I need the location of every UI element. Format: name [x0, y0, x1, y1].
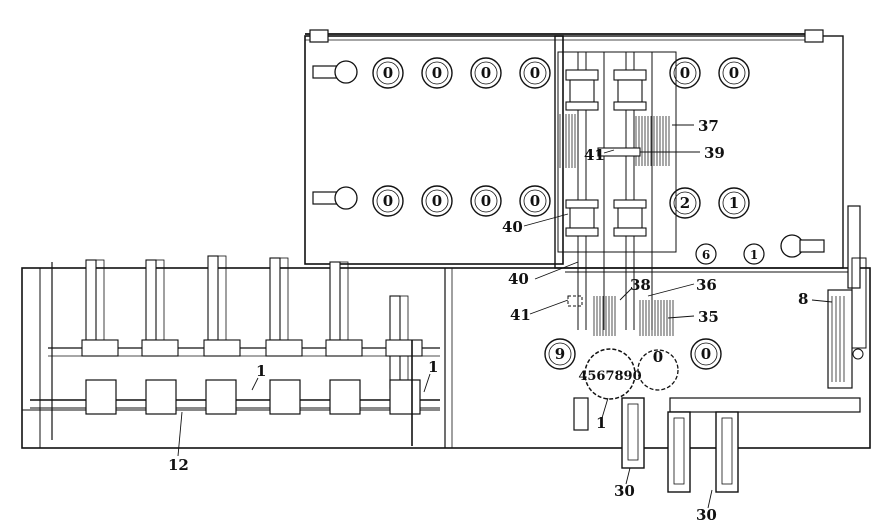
label-39: 39	[704, 144, 725, 162]
svg-text:0: 0	[680, 64, 690, 82]
svg-text:0: 0	[729, 64, 739, 82]
label-36: 36	[696, 276, 717, 294]
register-window: 0	[372, 57, 404, 89]
label-8: 8	[798, 290, 808, 308]
label-38: 38	[630, 276, 651, 294]
register-window: 0	[372, 185, 404, 217]
leader-lines	[177, 124, 833, 509]
svg-text:0: 0	[383, 192, 393, 210]
register-window: 2	[669, 187, 701, 219]
counter-sectors	[30, 255, 440, 446]
label-30: 30	[696, 506, 717, 524]
register-window: 1	[718, 187, 750, 219]
svg-text:6: 6	[702, 248, 710, 262]
register-window: 0	[519, 185, 551, 217]
label-40: 40	[502, 218, 523, 236]
svg-text:2: 2	[680, 194, 690, 212]
register-bottom-row: 0 0 0 0 2 1	[372, 185, 750, 219]
counter-sector	[81, 259, 119, 415]
counter-sector	[141, 259, 179, 415]
register-window: 0	[470, 57, 502, 89]
label-35: 35	[698, 308, 719, 326]
register-top-row: 0 0 0 0 0 0	[372, 57, 750, 89]
svg-text:0: 0	[530, 64, 540, 82]
label-30: 30	[614, 482, 635, 500]
svg-text:1: 1	[729, 194, 739, 212]
label-37: 37	[698, 117, 719, 135]
counter-sector	[325, 261, 363, 415]
svg-text:9: 9	[555, 345, 565, 363]
svg-text:0: 0	[481, 192, 491, 210]
svg-text:0: 0	[432, 64, 442, 82]
register-window: 0	[519, 57, 551, 89]
label-40: 40	[508, 270, 529, 288]
svg-text:0: 0	[653, 348, 663, 366]
label-1: 1	[596, 414, 606, 432]
label-41: 41	[584, 146, 605, 164]
svg-text:0: 0	[701, 345, 711, 363]
label-41: 41	[510, 306, 531, 324]
reference-labels: 37 39 41 40 40 41 38 36 35 8 1 1 1 12 30…	[168, 117, 808, 524]
label-1: 1	[428, 358, 438, 376]
svg-text:4567890: 4567890	[578, 369, 641, 384]
result-wheels: 9 0 4567890 0	[544, 338, 722, 400]
svg-text:0: 0	[383, 64, 393, 82]
label-12: 12	[168, 456, 189, 474]
register-window: 0	[669, 57, 701, 89]
counter-sector	[203, 255, 241, 415]
register-window: 0	[470, 185, 502, 217]
sliders	[573, 397, 861, 493]
register-window: 0	[718, 57, 750, 89]
label-1: 1	[256, 362, 266, 380]
svg-text:0: 0	[530, 192, 540, 210]
register-window: 0	[421, 57, 453, 89]
lower-small-windows: 6 1	[695, 243, 765, 265]
counter-sector	[265, 257, 303, 415]
side-gear-assembly	[827, 205, 867, 389]
svg-text:1: 1	[750, 248, 758, 262]
counter-sector	[385, 295, 423, 415]
register-window: 0	[421, 185, 453, 217]
svg-text:0: 0	[481, 64, 491, 82]
svg-text:0: 0	[432, 192, 442, 210]
